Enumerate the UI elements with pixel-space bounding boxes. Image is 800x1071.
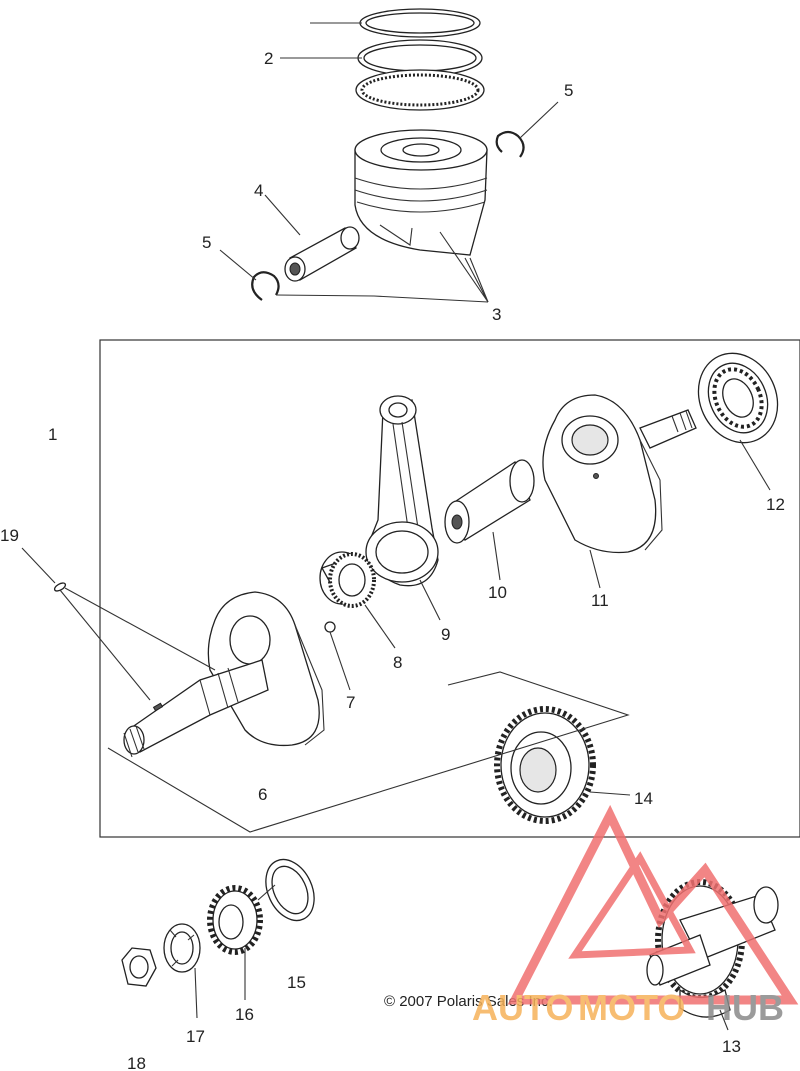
leader-lines (21, 22, 771, 1031)
label-14: 14 (634, 789, 653, 808)
copyright-text: © 2007 Polaris Sales Inc. (384, 993, 553, 1010)
circlip-left (251, 271, 280, 301)
circlip-right (495, 130, 525, 158)
label-12: 12 (766, 495, 785, 514)
label-17: 17 (186, 1027, 205, 1046)
crank-half-right (542, 394, 697, 554)
label-3: 3 (492, 305, 501, 324)
label-11: 11 (591, 591, 609, 610)
piston (354, 129, 488, 256)
piston-rings (355, 8, 485, 111)
label-2: 2 (264, 49, 273, 68)
label-18: 18 (127, 1054, 146, 1071)
watermark-logo: AUTO MOTO HUB (472, 804, 799, 1028)
needle-bearing (319, 551, 376, 608)
lock-washer (163, 923, 201, 973)
label-1: 1 (48, 425, 57, 444)
crank-pin (444, 459, 535, 544)
label-6: 6 (258, 785, 267, 804)
woodruff-key (53, 582, 67, 592)
crank-gear (494, 706, 596, 824)
label-5-left: 5 (202, 233, 211, 252)
label-7: 7 (346, 693, 355, 712)
ball-dowel (324, 621, 336, 633)
part-labels: 1 2 3 4 5 5 6 7 8 9 10 11 12 13 14 15 16… (0, 49, 785, 1071)
watermark-moto: MOTO (578, 987, 685, 1028)
label-8: 8 (393, 653, 402, 672)
label-13: 13 (722, 1037, 741, 1056)
sprocket (207, 885, 263, 955)
label-10: 10 (488, 583, 507, 602)
crankshaft-assembly-frame (99, 339, 800, 838)
label-5-right: 5 (564, 81, 573, 100)
watermark-hub: HUB (706, 987, 784, 1028)
label-9: 9 (441, 625, 450, 644)
piston-pin (284, 226, 360, 282)
connecting-rod (365, 395, 439, 587)
label-19: 19 (0, 526, 19, 545)
label-4: 4 (254, 181, 263, 200)
label-16: 16 (235, 1005, 254, 1024)
shim-washer (265, 858, 315, 922)
label-15: 15 (287, 973, 306, 992)
watermark-auto: AUTO (472, 987, 573, 1028)
main-bearing (697, 352, 779, 444)
crank-half-left (123, 591, 325, 758)
nut (121, 947, 157, 987)
